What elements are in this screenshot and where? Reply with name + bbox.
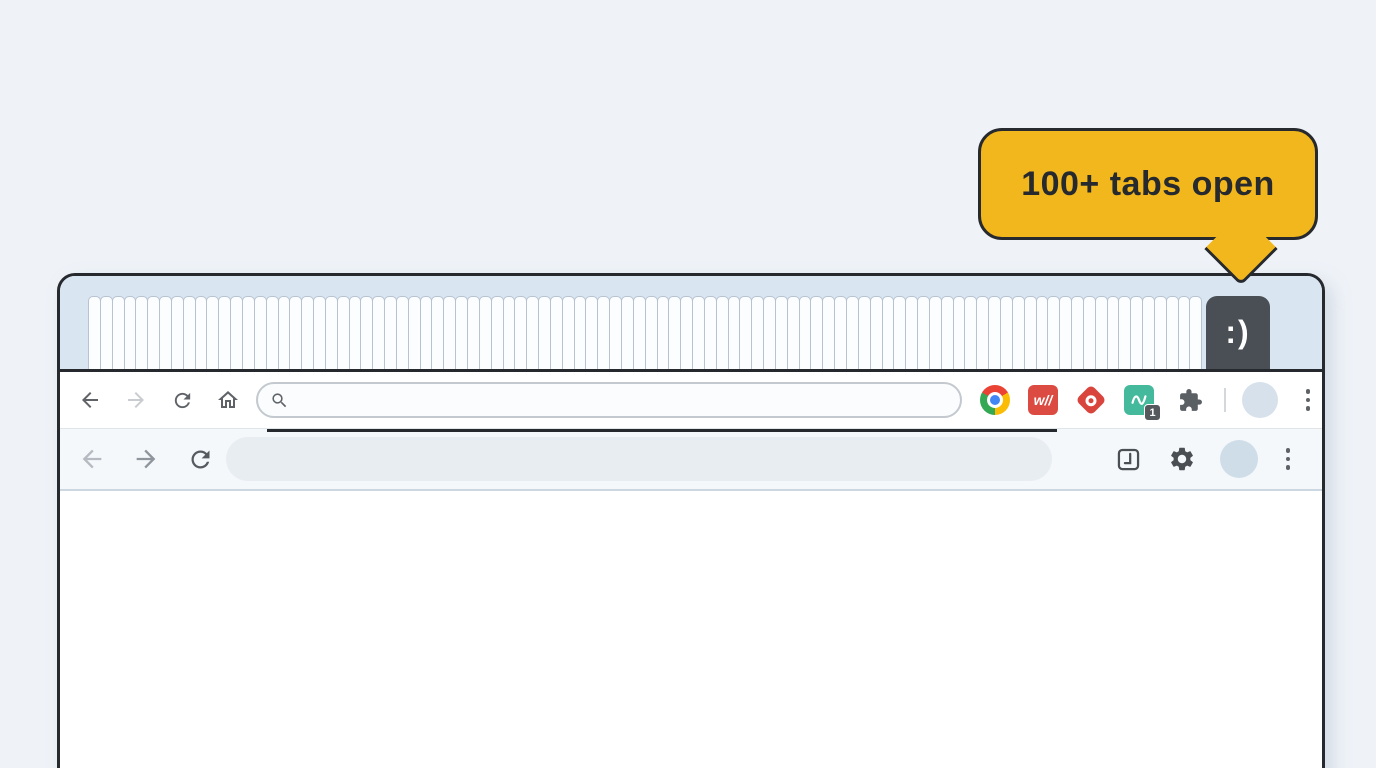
mini-tab[interactable] [253,296,267,369]
secondary-toolbar [60,429,1322,491]
mini-tab[interactable] [928,296,942,369]
back-icon [82,449,102,469]
squiggle-extension-button[interactable]: 1 [1124,385,1161,421]
smiley-tab[interactable]: :) [1206,296,1270,369]
profile-avatar[interactable] [1242,382,1278,418]
address-input-2[interactable] [244,450,1034,468]
mini-tab[interactable] [265,296,279,369]
page-content [60,491,1322,768]
address-bar[interactable] [256,382,962,418]
mini-tab[interactable] [395,296,409,369]
smiley-tab-label: :) [1225,314,1251,350]
mini-tab[interactable] [1023,296,1037,369]
extensions-button[interactable] [1172,382,1208,418]
mini-tab[interactable] [538,296,551,369]
forward-icon [136,449,156,469]
forward-button-2[interactable] [128,441,164,477]
menu-button[interactable] [1296,389,1320,411]
mini-tab[interactable] [99,296,113,369]
mini-tab[interactable] [1153,296,1167,369]
reload-button-2[interactable] [182,441,218,477]
tab-strip: :) [60,276,1322,372]
primary-toolbar: w// 1 [60,372,1322,429]
back-button-2[interactable] [74,441,110,477]
mini-tab[interactable] [549,296,563,369]
chrome-logo-icon [980,385,1010,415]
mini-tab[interactable] [111,296,125,369]
mini-tab[interactable] [478,296,492,369]
toolbar-divider [1224,388,1226,412]
menu-button-2[interactable] [1276,448,1300,470]
mini-tab[interactable] [241,296,255,369]
side-panel-button[interactable] [1110,441,1146,477]
kebab-icon [1285,448,1291,453]
mini-tab[interactable] [869,296,883,369]
mini-tab[interactable] [490,296,504,369]
mini-tab[interactable] [857,296,871,369]
w-extension-label: w// [1033,392,1053,408]
browser-window: :) w// [57,273,1325,768]
w-extension-button[interactable]: w// [1028,385,1058,415]
kebab-icon [1305,389,1311,394]
mini-tab[interactable] [715,296,729,369]
mini-tab[interactable] [692,296,705,369]
mini-tabs [88,296,1203,369]
mini-tab[interactable] [1082,296,1096,369]
mini-tab[interactable] [940,296,954,369]
home-button[interactable] [210,382,246,418]
mini-tab[interactable] [644,296,658,369]
mini-tab[interactable] [620,296,634,369]
forward-button[interactable] [118,382,154,418]
callout-text: 100+ tabs open [1021,164,1275,203]
back-icon [82,392,98,408]
mini-tab[interactable] [170,296,184,369]
reload-icon [174,392,190,408]
address-input[interactable] [289,391,948,409]
profile-avatar-2[interactable] [1220,440,1258,478]
mini-tab[interactable] [917,296,930,369]
diamond-extension-button[interactable] [1075,384,1107,416]
reload-button[interactable] [164,382,200,418]
mini-tab[interactable] [407,296,421,369]
mini-tab[interactable] [561,296,575,369]
squiggle-icon [1131,395,1147,405]
address-underline [267,429,1057,432]
mini-tab[interactable] [88,296,101,369]
chrome-extension-button[interactable] [980,385,1010,415]
mini-tab[interactable] [182,296,196,369]
mini-tab[interactable] [632,296,646,369]
mini-tab[interactable] [313,296,326,369]
mini-tab[interactable] [786,296,800,369]
mini-tab[interactable] [1094,296,1108,369]
mini-tab[interactable] [1165,296,1179,369]
mini-tab[interactable] [467,296,480,369]
side-panel-icon [1117,448,1139,470]
mini-tab[interactable] [999,296,1013,369]
callout-bubble: 100+ tabs open [978,128,1318,286]
settings-button[interactable] [1164,441,1200,477]
extension-badge: 1 [1144,404,1161,421]
mini-tab[interactable] [846,296,859,369]
mini-tab[interactable] [159,296,172,369]
search-icon [272,392,287,407]
mini-tab[interactable] [1071,296,1084,369]
mini-tab[interactable] [1011,296,1025,369]
back-button[interactable] [72,382,108,418]
reload-icon [190,450,209,468]
mini-tab[interactable] [336,296,350,369]
forward-icon [128,392,144,408]
mini-tab[interactable] [324,296,338,369]
home-icon [218,391,238,408]
diamond-icon [1075,384,1107,416]
mini-tab[interactable] [774,296,788,369]
address-bar-2[interactable] [226,437,1052,481]
mini-tab[interactable] [1189,296,1203,369]
puzzle-icon [1179,388,1202,411]
gear-icon [1171,447,1193,471]
mini-tab[interactable] [703,296,717,369]
